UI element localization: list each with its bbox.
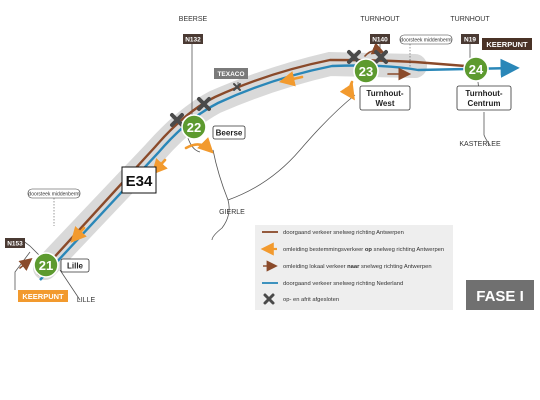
exit-24-name-line2: Centrum [468, 99, 501, 108]
legend-item-brown-line: doorgaand verkeer snelweg richting Antwe… [262, 230, 404, 236]
exit-21-name: Lille [67, 262, 84, 271]
exit-23: 23 [353, 58, 379, 84]
exit-21-name-box: Lille [60, 258, 90, 273]
legend: doorgaand verkeer snelweg richting Antwe… [255, 225, 453, 310]
exit-23-name-line1: Turnhout- [366, 89, 404, 98]
town-turnhout-1: TURNHOUT [360, 16, 400, 23]
cross-icon [170, 113, 184, 127]
highway-corridor [33, 51, 427, 280]
cross-icon [347, 50, 361, 64]
svg-text:N19: N19 [464, 37, 476, 44]
texaco-landmark: TEXACO [214, 68, 248, 79]
svg-text:E34: E34 [126, 173, 153, 190]
svg-text:N132: N132 [185, 37, 201, 44]
svg-text:doorsteek middenberm: doorsteek middenberm [28, 191, 79, 197]
median-note-1: doorsteek middenberm [27, 188, 81, 226]
exit-22: 22 [181, 114, 207, 140]
svg-text:omleiding bestemmingsverkeer o: omleiding bestemmingsverkeer op snelweg … [283, 247, 444, 253]
closures [170, 50, 388, 127]
route-to-antwerpen [37, 58, 479, 276]
svg-text:omleiding lokaal verkeer naar: omleiding lokaal verkeer naar snelweg ri… [283, 264, 432, 270]
exit-21: 21 [33, 252, 59, 278]
exit-21-number: 21 [39, 258, 53, 273]
local-traffic-arrows [18, 42, 412, 271]
road-tag-n19: N19 [461, 34, 479, 44]
detour-arrows [70, 71, 355, 243]
legend-item-blue-line: doorgaand verkeer snelweg richting Neder… [262, 281, 403, 287]
exit-23-name-box: Turnhout- West [359, 85, 411, 111]
exit-23-number: 23 [359, 64, 373, 79]
svg-text:doorgaand verkeer snelweg rich: doorgaand verkeer snelweg richting Neder… [283, 281, 403, 287]
exit-22-name-box: Beerse [212, 125, 246, 140]
road-tag-n140: N140 [370, 34, 390, 44]
svg-text:KEERPUNT: KEERPUNT [22, 292, 64, 301]
keerpunt-east: KEERPUNT [482, 38, 532, 50]
phase-badge: FASE I [466, 280, 534, 310]
svg-text:TEXACO: TEXACO [217, 71, 244, 78]
cross-icon [197, 97, 211, 111]
svg-text:N153: N153 [7, 241, 23, 248]
cross-icon [233, 83, 241, 91]
svg-text:doorsteek middenberm: doorsteek middenberm [400, 37, 451, 43]
legend-item-cross: op- en afrit afgesloten [263, 293, 339, 305]
exit-22-name: Beerse [216, 129, 243, 138]
exit-23-name-line2: West [376, 99, 395, 108]
town-turnhout-2: TURNHOUT [450, 16, 490, 23]
median-note-2: doorsteek middenberm [399, 34, 453, 68]
road-tag-n153: N153 [5, 238, 25, 248]
road-tag-n132: N132 [183, 34, 203, 44]
exit-24-name-box: Turnhout- Centrum [456, 85, 512, 111]
town-lille: LILLE [77, 297, 96, 304]
svg-text:N140: N140 [372, 37, 388, 44]
exit-24-name-line1: Turnhout- [465, 89, 503, 98]
exit-22-number: 22 [187, 120, 201, 135]
town-kasterlee: KASTERLEE [459, 141, 501, 148]
cross-icon [374, 50, 388, 64]
highway-shield-e34: E34 [121, 166, 157, 194]
exit-24: 24 [463, 56, 489, 82]
town-beerse: BEERSE [179, 16, 208, 23]
svg-text:FASE I: FASE I [476, 288, 524, 305]
svg-text:doorgaand verkeer snelweg rich: doorgaand verkeer snelweg richting Antwe… [283, 230, 404, 236]
keerpunt-west: KEERPUNT [18, 290, 68, 302]
svg-text:op- en afrit afgesloten: op- en afrit afgesloten [283, 297, 339, 303]
svg-text:KEERPUNT: KEERPUNT [486, 40, 528, 49]
exit-24-number: 24 [469, 62, 484, 77]
town-gierle: GIERLE [219, 209, 245, 216]
legend-item-brown-arrow: omleiding lokaal verkeer naar snelweg ri… [263, 260, 432, 272]
legend-item-orange-arrow: omleiding bestemmingsverkeer op snelweg … [260, 242, 444, 256]
